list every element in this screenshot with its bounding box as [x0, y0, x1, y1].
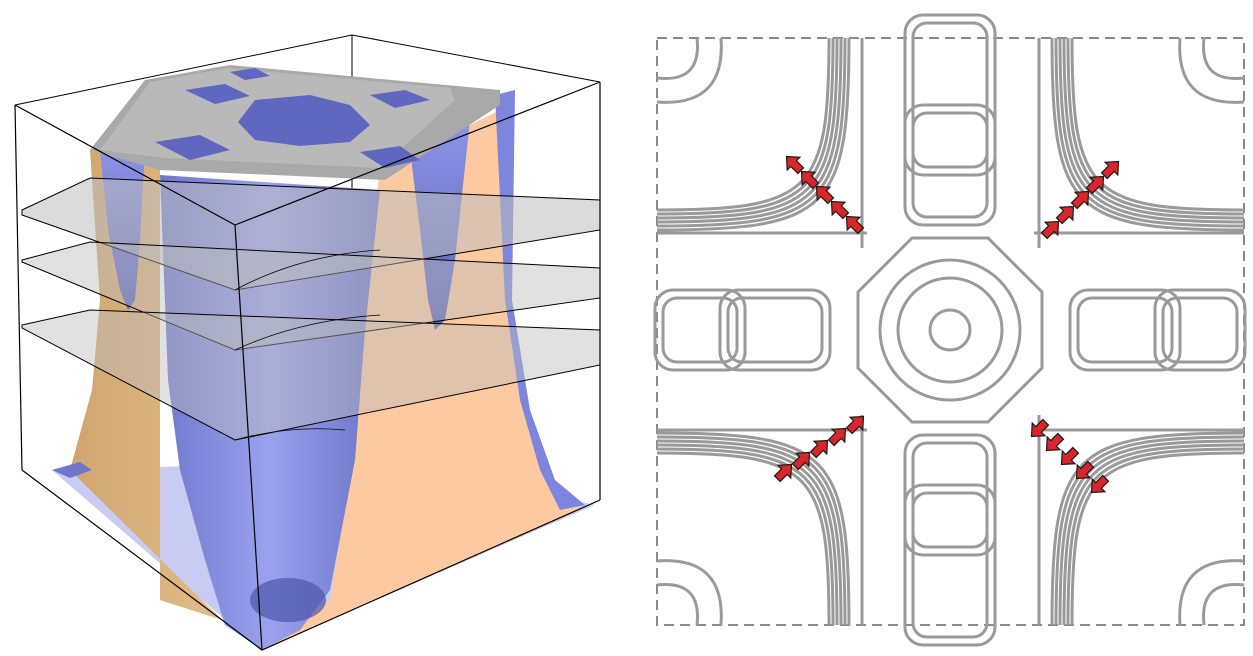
cell-contour	[903, 13, 997, 177]
flow-arrow-icon	[1075, 460, 1095, 480]
corner-contour	[1178, 559, 1245, 626]
cell-contour	[911, 21, 989, 169]
cell-contour	[903, 103, 997, 227]
cell-contour	[661, 296, 739, 364]
corner-contour	[656, 435, 847, 626]
contour-map-border	[656, 37, 1245, 626]
corner-contour	[1066, 447, 1245, 626]
corner-contour	[656, 37, 839, 220]
corner-contour	[656, 37, 831, 212]
corner-contour	[1054, 37, 1245, 228]
floor-patch-left	[52, 462, 92, 478]
corner-contour	[656, 37, 851, 232]
corner-contour	[1070, 37, 1245, 212]
flow-arrow-icon	[800, 170, 820, 190]
isosurface-box-panel	[14, 34, 601, 651]
corner-contour	[1058, 439, 1245, 626]
flow-arrow-icon	[1070, 190, 1090, 210]
flow-arrow-icon	[830, 200, 850, 220]
corner-contour	[1070, 451, 1245, 626]
surface-right-wall	[495, 90, 585, 510]
corner-contour	[1202, 37, 1245, 80]
corner-contour	[656, 37, 847, 228]
corner-contour	[656, 37, 699, 80]
center-ring	[896, 276, 1004, 384]
center-ring	[928, 308, 972, 352]
corner-contour	[1050, 37, 1245, 232]
corner-contour	[656, 37, 835, 216]
flow-arrow-icon	[1090, 474, 1110, 494]
flow-arrow-icon	[773, 463, 793, 483]
cell-contour	[1068, 288, 1182, 372]
center-octagon	[856, 236, 1044, 424]
flow-arrow-icon	[845, 215, 865, 235]
cell-contour	[911, 441, 989, 549]
cell-contour	[653, 288, 747, 372]
flow-arrow-icon	[1030, 418, 1050, 438]
flow-arrow-icon	[1085, 175, 1105, 195]
corner-contour	[656, 583, 699, 626]
flow-arrow-icon	[1055, 205, 1075, 225]
corner-contour	[656, 443, 839, 626]
corner-contour	[656, 439, 843, 626]
center-ring	[878, 258, 1022, 402]
contour-lines	[653, 13, 1247, 647]
corner-contour	[1062, 37, 1245, 220]
cell-contour	[911, 111, 989, 219]
corner-contour	[1178, 37, 1245, 104]
box-front-edges	[14, 81, 601, 651]
surface-central-column	[160, 175, 380, 650]
corner-contour	[1062, 443, 1245, 626]
flow-arrow-icon	[785, 155, 805, 175]
flow-arrow-icon	[1045, 432, 1065, 452]
corner-contour	[1054, 435, 1245, 626]
corner-contour	[1066, 37, 1245, 216]
cell-contour	[903, 433, 997, 557]
corner-contour	[1202, 583, 1245, 626]
flow-arrow-icon	[1040, 220, 1060, 240]
cell-contour	[1153, 288, 1247, 372]
cell-contour	[1076, 296, 1174, 364]
corner-contour	[1050, 431, 1245, 626]
slice-planes	[21, 177, 601, 441]
flow-arrow-icon	[791, 451, 811, 471]
corner-contour	[656, 37, 723, 104]
corner-contour	[656, 37, 843, 224]
top-cap	[90, 65, 500, 180]
flow-arrows	[773, 155, 1120, 494]
cut-face-left	[70, 140, 222, 620]
flow-arrow-icon	[1060, 446, 1080, 466]
corner-contour	[656, 559, 723, 626]
flow-arrow-icon	[809, 439, 829, 459]
cell-contour	[718, 288, 832, 372]
flow-arrow-icon	[815, 185, 835, 205]
corner-contour	[656, 447, 835, 626]
flow-arrow-icon	[1100, 160, 1120, 180]
floor-hollow	[250, 578, 326, 622]
flow-arrow-icon	[827, 427, 847, 447]
corner-contour	[656, 431, 851, 626]
cell-contour	[903, 483, 997, 647]
flow-arrow-icon	[845, 415, 865, 435]
cell-contour	[1161, 296, 1239, 364]
corner-contour	[1058, 37, 1245, 224]
cell-contour	[911, 491, 989, 639]
cell-contour	[726, 296, 824, 364]
corner-contour	[656, 451, 831, 626]
